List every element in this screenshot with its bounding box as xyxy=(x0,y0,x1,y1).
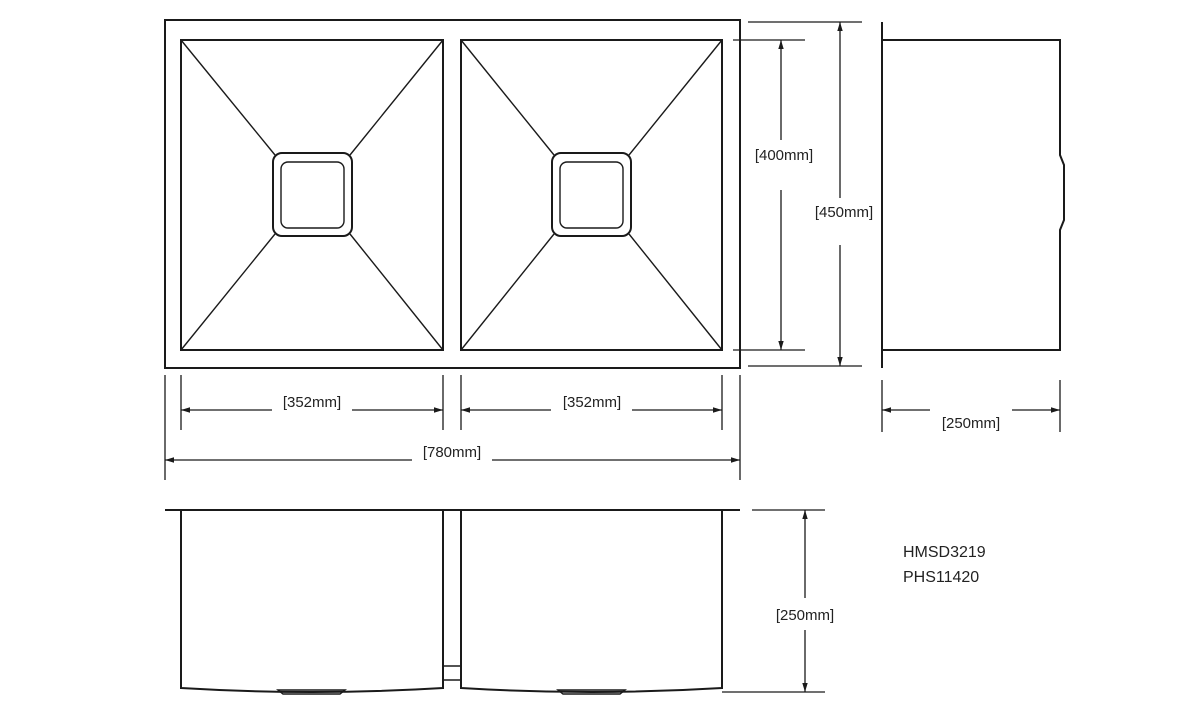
dimension-label: [780mm] xyxy=(423,444,481,461)
left-drain-inner xyxy=(280,161,345,229)
sink-outer-rim xyxy=(164,19,741,369)
right-drain-inner xyxy=(559,161,624,229)
left-bowl xyxy=(180,39,444,351)
model-code: PHS11420 xyxy=(903,569,979,586)
top-view: [400mm] [450mm] [352mm] [352mm] xyxy=(164,19,873,480)
dimension-label: [352mm] xyxy=(283,394,341,411)
right-bowl xyxy=(460,39,723,351)
left-drain-profile xyxy=(276,689,347,695)
dimension-780: [780mm] xyxy=(164,375,741,480)
dimension-label: [352mm] xyxy=(563,394,621,411)
model-code: HMSD3219 xyxy=(903,544,986,561)
right-drain-outer xyxy=(551,152,632,237)
dimension-label: [250mm] xyxy=(942,415,1000,432)
dimension-right-352: [352mm] xyxy=(460,375,723,430)
dimension-front-250: [250mm] xyxy=(722,509,834,693)
front-view: [250mm] xyxy=(165,509,834,695)
dimension-label: [450mm] xyxy=(815,204,873,221)
dimension-400: [400mm] xyxy=(733,39,813,351)
dimension-label: [250mm] xyxy=(776,607,834,624)
left-drain-outer xyxy=(272,152,353,237)
dimension-side-250: [250mm] xyxy=(881,380,1061,432)
side-view: [250mm] xyxy=(881,22,1065,432)
dimension-450: [450mm] xyxy=(748,21,873,367)
dimension-left-352: [352mm] xyxy=(180,375,444,430)
dimension-label: [400mm] xyxy=(755,147,813,164)
right-drain-profile xyxy=(556,689,627,695)
